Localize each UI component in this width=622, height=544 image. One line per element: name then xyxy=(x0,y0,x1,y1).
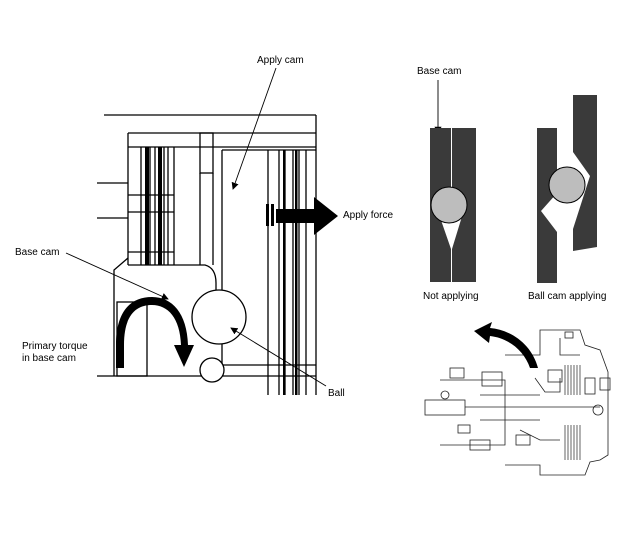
leader-lines xyxy=(65,67,442,387)
label-ball: Ball xyxy=(328,388,345,399)
ball-large xyxy=(191,289,247,345)
ball-small xyxy=(199,357,225,383)
label-base-cam: Base cam xyxy=(15,247,60,258)
label-primary-torque-2: in base cam xyxy=(22,353,76,364)
clutch-plates xyxy=(145,147,298,395)
assembly-callout-arrow xyxy=(474,322,538,368)
label-apply-cam: Apply cam xyxy=(257,55,304,66)
primary-torque-arrow xyxy=(116,297,194,368)
cam-not-applying xyxy=(430,128,476,282)
transmission-assembly xyxy=(424,329,611,476)
cam-ball-applying xyxy=(537,95,597,283)
label-ball-cam-applying: Ball cam applying xyxy=(528,291,607,302)
label-apply-force: Apply force xyxy=(343,210,394,221)
label-base-cam-right: Base cam xyxy=(417,66,462,77)
apply-force-arrow xyxy=(276,197,338,235)
assembly-clutch-packs xyxy=(564,365,581,460)
cross-section xyxy=(97,114,317,395)
label-not-applying: Not applying xyxy=(423,291,479,302)
label-primary-torque-1: Primary torque xyxy=(22,341,88,352)
